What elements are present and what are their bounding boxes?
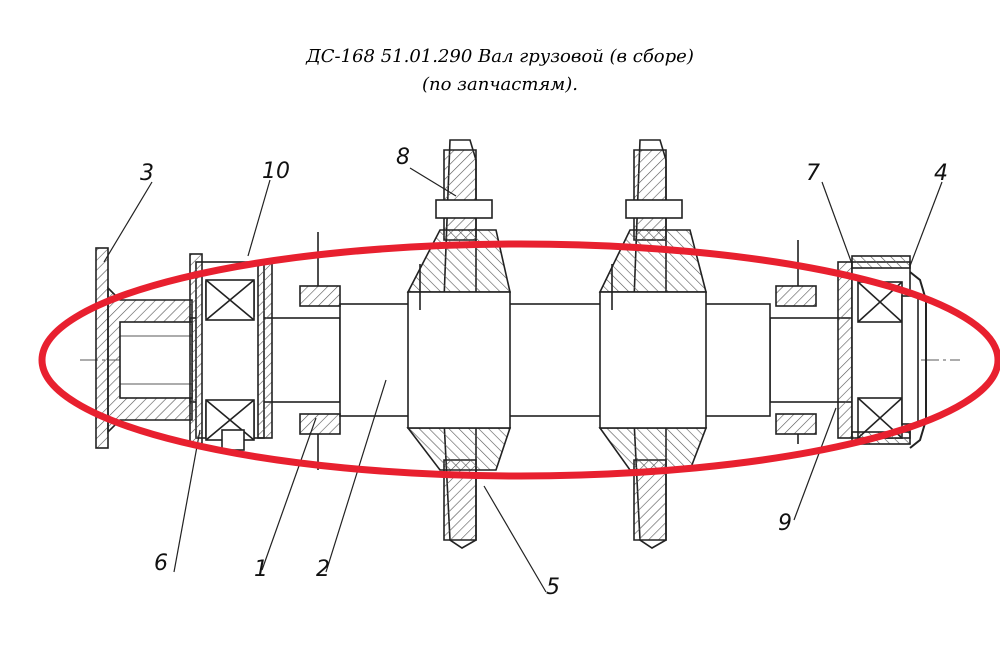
right-sprocket: [598, 139, 708, 549]
callout-3: 3: [140, 161, 154, 186]
callout-6: 6: [154, 551, 168, 576]
main-shaft: [189, 303, 911, 417]
callout-2: 2: [316, 557, 330, 582]
left-collar: [299, 232, 341, 470]
left-sprocket: [406, 139, 512, 549]
right-collar: [775, 240, 817, 444]
highlight-ellipse: [38, 240, 1000, 480]
left-bearing-housing: [189, 253, 273, 451]
drawing-title: ДС-168 51.01.290 Вал грузовой (в сборе): [306, 46, 694, 67]
callouts: 3 10 8 7 4 6 1 2 5 9: [140, 145, 948, 600]
callout-9: 9: [778, 511, 792, 536]
drawing-subtitle: (по запчастям).: [422, 74, 578, 95]
callout-1: 1: [254, 557, 268, 582]
callout-8: 8: [396, 145, 410, 170]
left-flange: [95, 247, 193, 449]
callout-4: 4: [934, 161, 948, 186]
callout-10: 10: [262, 159, 290, 184]
callout-7: 7: [806, 161, 820, 186]
callout-5: 5: [546, 575, 560, 600]
